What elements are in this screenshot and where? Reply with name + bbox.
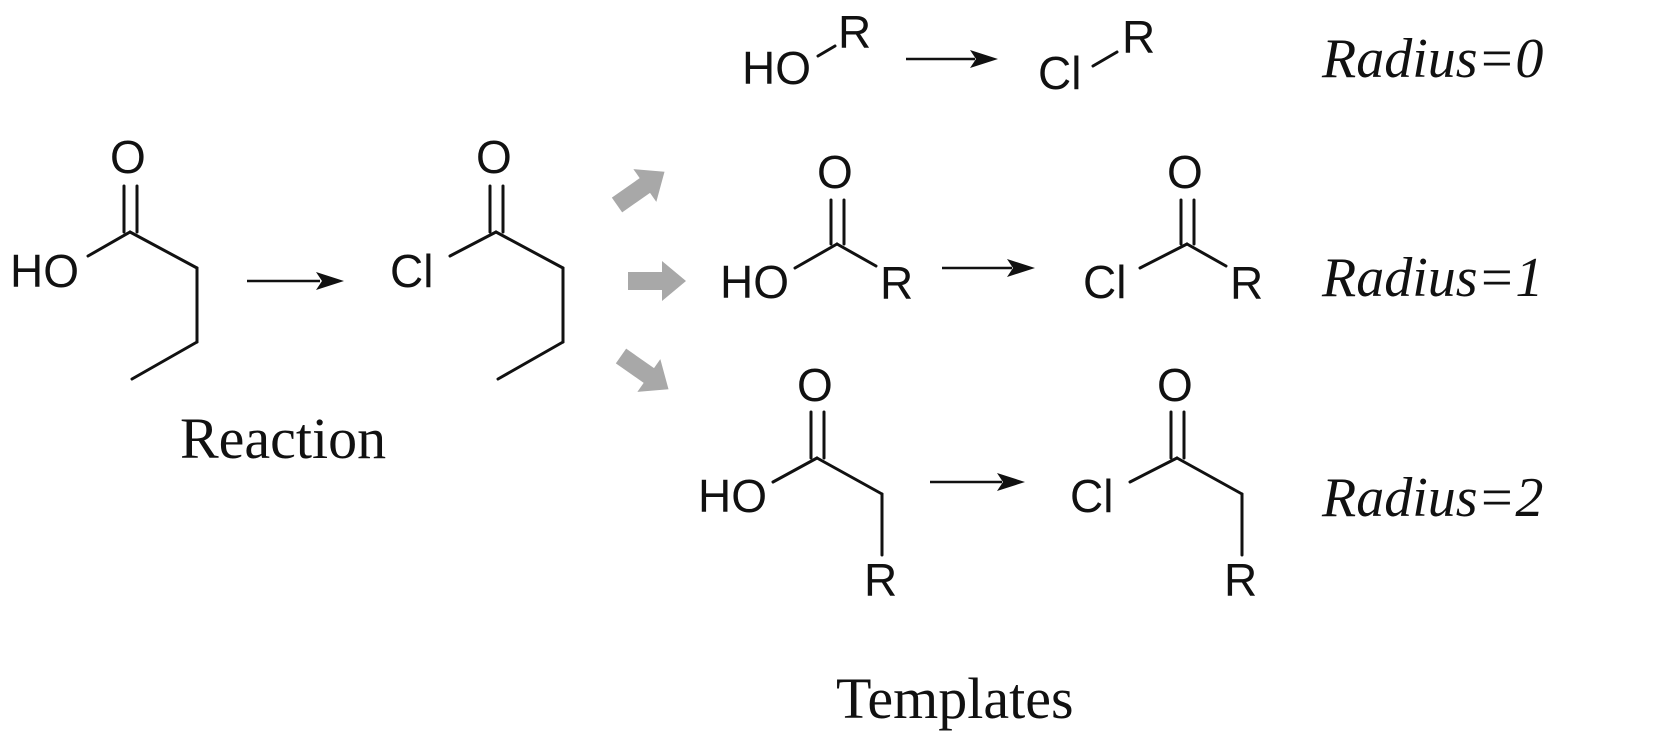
reactant-carbonyl-oxygen-label: O (110, 131, 146, 183)
template1-reactant-bond-c-r (835, 242, 878, 268)
template1-product-bond-c-r (1185, 242, 1228, 268)
template0-arrow-head (970, 50, 998, 68)
template0-reactant-r-label: R (838, 6, 871, 58)
template2-hydroxyl-label: HO (698, 470, 767, 522)
radius-label-1: Radius=1 (1321, 247, 1543, 309)
template-row-radius-1: HO O R Cl O R Radius=1 (720, 146, 1543, 309)
template2-reactant-r-label: R (864, 554, 897, 606)
templates-caption: Templates (836, 666, 1074, 731)
template-row-radius-0: HO R Cl R Radius=0 (742, 6, 1543, 99)
product-molecule: Cl O (390, 131, 565, 381)
product-chlorine-label: Cl (390, 245, 433, 297)
template0-hydroxyl-label: HO (742, 42, 811, 94)
reactant-hydroxyl-label: HO (10, 245, 79, 297)
reactant-bond-c1-c2 (128, 230, 199, 270)
template0-reactant-bond (816, 44, 837, 58)
template0-chlorine-label: Cl (1038, 47, 1081, 99)
reaction-arrow-head (316, 272, 344, 290)
template-row-radius-2: HO O R Cl O R Radius=2 (698, 359, 1543, 606)
template1-reactant-bond-o-c (793, 242, 839, 270)
template2-product-bond-c-ch2 (1175, 456, 1244, 496)
product-carbonyl-oxygen-label: O (476, 131, 512, 183)
template2-product-bond-cl-c (1128, 456, 1179, 484)
template1-reactant-oxygen-label: O (817, 146, 853, 198)
template2-reactant-oxygen-label: O (797, 359, 833, 411)
reaction-arrow (247, 272, 344, 290)
reactant-bond-c3-c4 (130, 340, 199, 381)
product-bond-c3-c4 (496, 340, 565, 381)
template2-product-r-label: R (1224, 554, 1257, 606)
template1-product-bond-cl-c (1138, 242, 1189, 270)
template1-hydroxyl-label: HO (720, 256, 789, 308)
radius-label-0: Radius=0 (1321, 28, 1543, 90)
template1-product-oxygen-label: O (1167, 146, 1203, 198)
branch-arrow-up (611, 169, 665, 213)
template2-reactant-bond-o-c (771, 456, 819, 484)
template1-reactant-r-label: R (880, 257, 913, 309)
template0-product-r-label: R (1122, 11, 1155, 63)
branch-arrow-down (615, 348, 669, 392)
reactant-bond-o-c (86, 230, 132, 258)
template0-product-bond (1091, 50, 1119, 68)
template2-product-oxygen-label: O (1157, 359, 1193, 411)
template2-reactant-bond-c-ch2 (815, 456, 884, 496)
reactant-molecule: HO O (10, 131, 199, 381)
template1-arrow-head (1007, 259, 1035, 277)
radius-label-2: Radius=2 (1321, 467, 1543, 529)
product-bond-c1-c2 (494, 230, 565, 270)
template2-arrow-head (997, 473, 1025, 491)
product-bond-cl-c (448, 230, 498, 258)
template2-chlorine-label: Cl (1070, 470, 1113, 522)
template1-chlorine-label: Cl (1083, 256, 1126, 308)
branch-arrow-right (628, 261, 686, 301)
template1-product-r-label: R (1230, 257, 1263, 309)
reaction-caption: Reaction (180, 406, 386, 471)
